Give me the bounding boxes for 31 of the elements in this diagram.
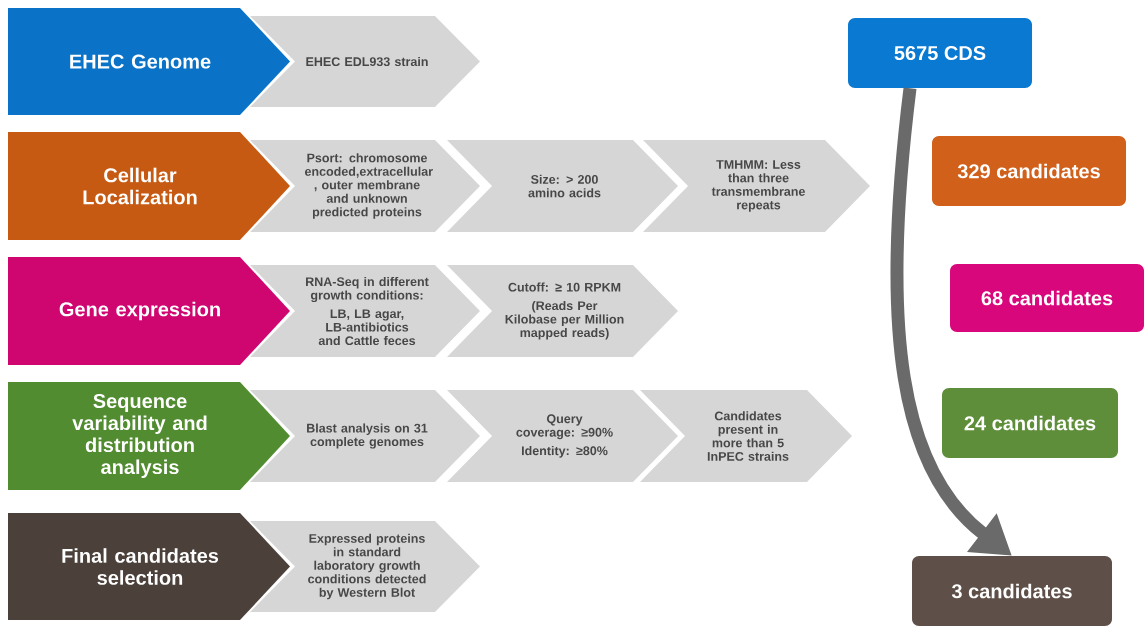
- criterion-banner: Size: > 200 amino acids: [447, 140, 678, 232]
- count-box: 3 candidates: [912, 556, 1112, 626]
- stage-banner: Sequence variability and distribution analysis: [8, 382, 290, 490]
- node-label: Candidates present in more than 5 InPEC strains: [707, 411, 789, 461]
- stage-banner: Final candidates selection: [8, 513, 290, 620]
- criterion-banner: Candidates present in more than 5 InPEC strains: [640, 390, 852, 482]
- count-box: 329 candidates: [932, 136, 1126, 206]
- count-box: 24 candidates: [942, 388, 1118, 458]
- stage-banner: Cellular Localization: [8, 132, 290, 240]
- node-label: Cutoff: ≥ 10 RPKM: [508, 282, 621, 292]
- stage-banner: Gene expression: [8, 257, 290, 365]
- node-label: LB, LB agar, LB-antibiotics and Cattle feces: [318, 309, 416, 346]
- criterion-banner: Query coverage: ≥90% Identity: ≥80%: [447, 390, 678, 482]
- node-label: Blast analysis on 31 complete genomes: [307, 423, 428, 449]
- criterion-banner: Psort: chromosome encoded,extracellular , outer membrane and unknown predicted proteins: [250, 140, 480, 232]
- criterion-banner: RNA-Seq in different growth conditions: LB, LB agar, LB-antibiotics and Cattle feces: [250, 265, 480, 357]
- node-label: Psort: chromosome encoded,extracellular , outer membrane and unknown predicted proteins: [304, 153, 433, 219]
- stage-banner: EHEC Genome: [8, 8, 290, 115]
- node-label: (Reads Per Kilobase per Million mapped reads): [505, 300, 624, 340]
- criterion-banner: Blast analysis on 31 complete genomes: [250, 390, 480, 482]
- node-label: RNA-Seq in different growth conditions:: [306, 276, 429, 303]
- node-label: Size: > 200 amino acids: [528, 174, 601, 198]
- count-box: 68 candidates: [950, 264, 1144, 332]
- node-label: TMHMM: Less than three transmembrane repeats: [711, 160, 805, 212]
- criterion-banner: Expressed proteins in standard laboratory growth conditions detected by Western Blot: [250, 521, 480, 612]
- node-label: Identity: ≥80%: [521, 446, 608, 458]
- criterion-banner: Cutoff: ≥ 10 RPKM (Reads Per Kilobase per Million mapped reads): [447, 265, 678, 357]
- criterion-banner: EHEC EDL933 strain: [250, 16, 480, 107]
- count-box: 5675 CDS: [848, 18, 1032, 88]
- criterion-banner: TMHMM: Less than three transmembrane repeats: [643, 140, 870, 232]
- node-label: Query coverage: ≥90%: [516, 414, 613, 440]
